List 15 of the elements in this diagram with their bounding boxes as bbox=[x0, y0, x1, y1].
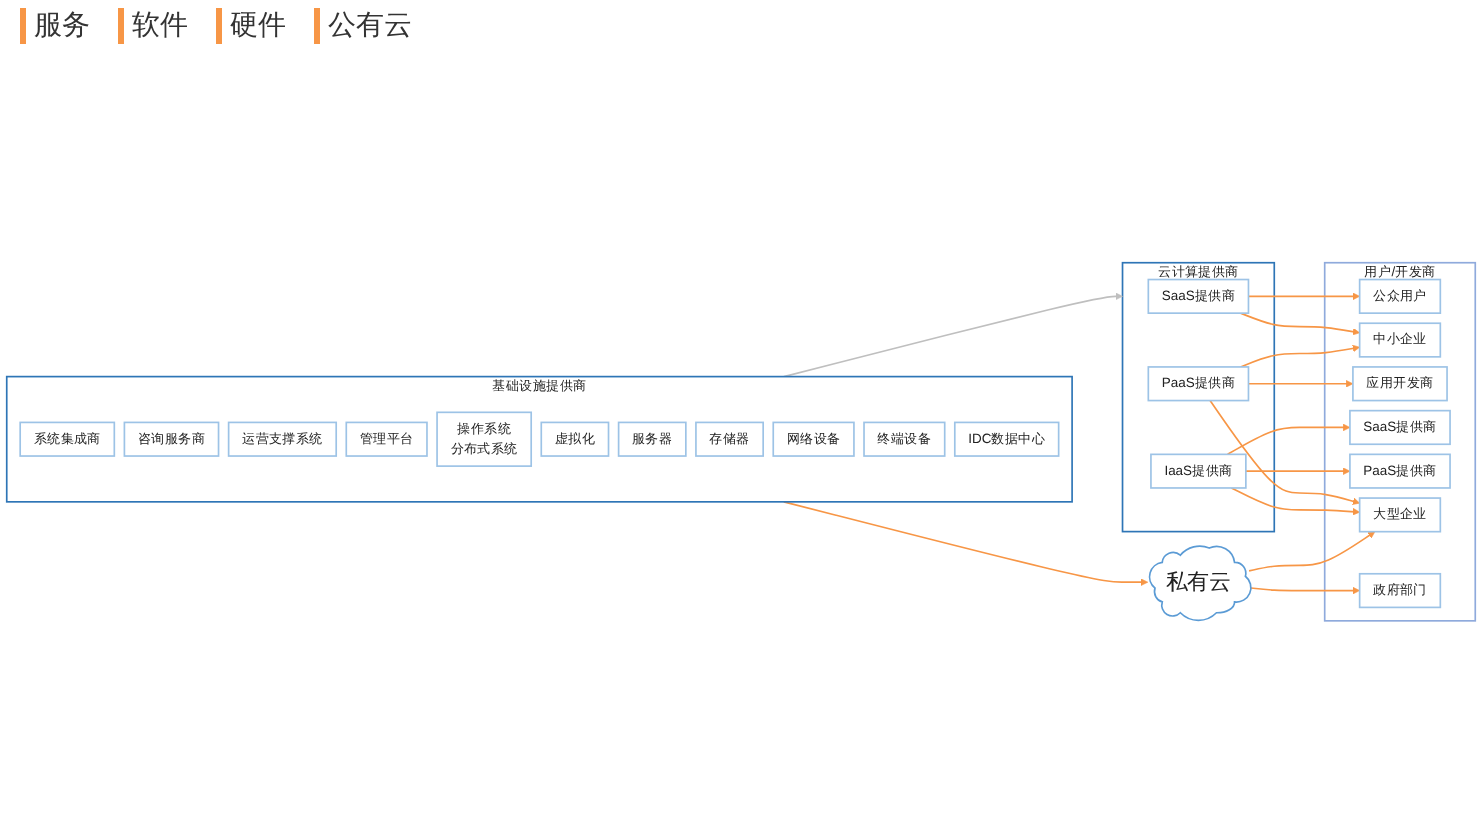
arrow bbox=[1247, 380, 1354, 388]
arrow bbox=[1209, 399, 1360, 506]
arrow bbox=[1239, 312, 1360, 336]
group-label: 软件 bbox=[118, 8, 188, 44]
arrow bbox=[1247, 292, 1360, 301]
arrow bbox=[783, 292, 1123, 378]
arrow bbox=[1239, 345, 1360, 368]
arrow bbox=[1245, 467, 1351, 476]
arrow bbox=[1230, 487, 1360, 516]
arrow bbox=[1248, 531, 1376, 572]
group-label: 公有云 bbox=[314, 8, 412, 44]
group-label: 硬件 bbox=[216, 8, 286, 44]
arrow bbox=[1248, 587, 1360, 595]
group-label: 服务 bbox=[20, 8, 90, 44]
arrow bbox=[1226, 424, 1351, 456]
